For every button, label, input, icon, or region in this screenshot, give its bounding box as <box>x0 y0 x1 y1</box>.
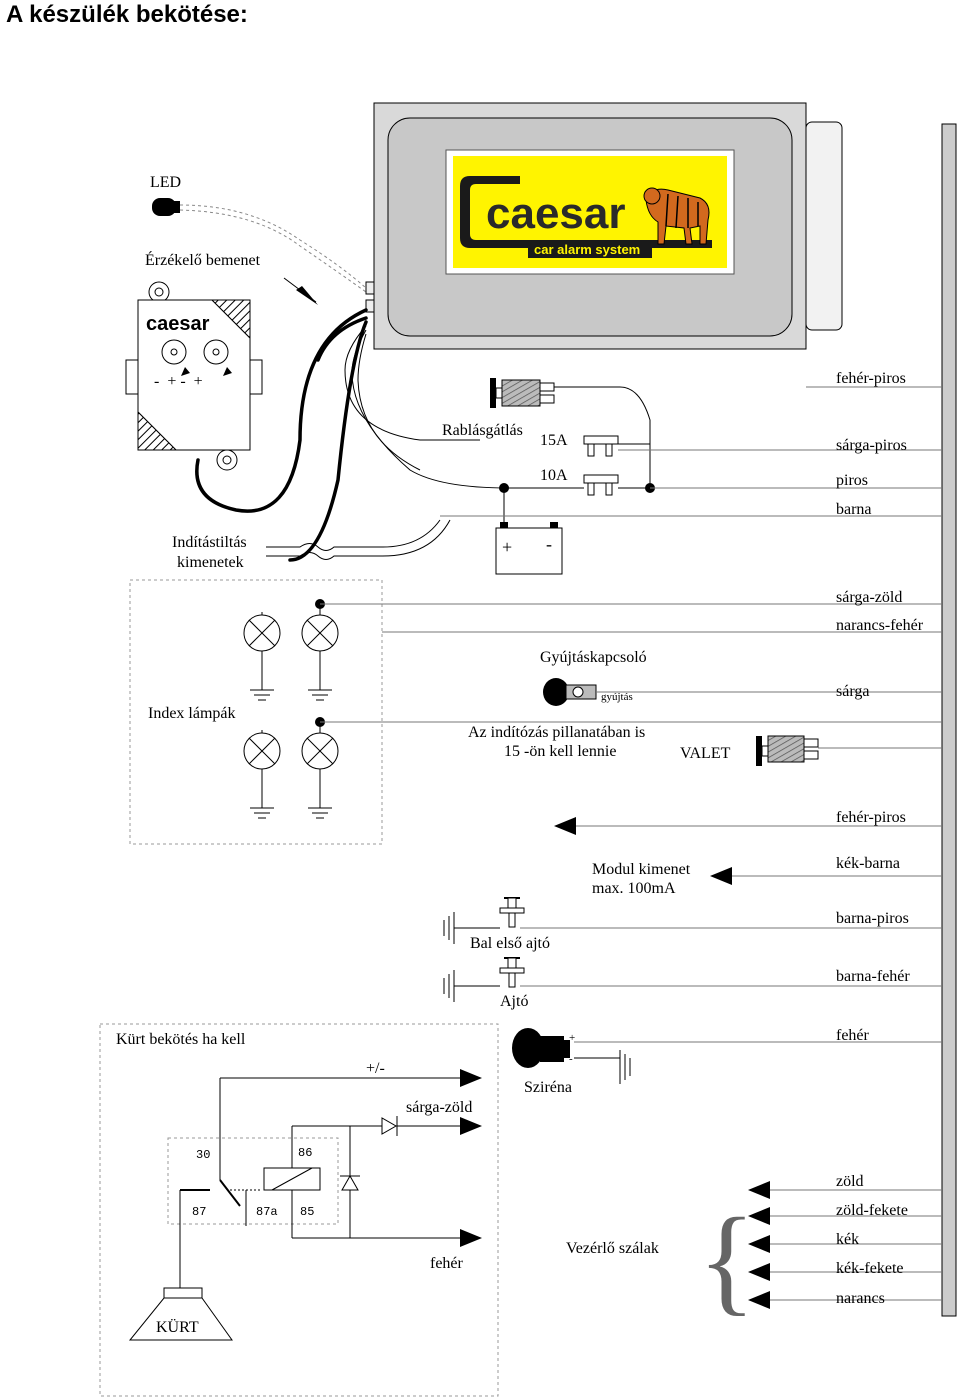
index-lamps <box>243 614 339 770</box>
relay-pin-85: 85 <box>300 1205 314 1219</box>
ignition-note-1: Az indítózás pillanatában is <box>468 724 645 741</box>
control-wires-label: Vezérlő szálak <box>566 1240 659 1257</box>
horn-title: Kürt bekötés ha kell <box>116 1031 246 1048</box>
arrow-horn-yellow-green <box>460 1117 482 1135</box>
wire-label-6: narancs-fehér <box>836 617 924 634</box>
logo-brand-text: caesar <box>486 189 625 238</box>
horn-box <box>99 1023 499 1397</box>
relay-box <box>167 1137 339 1225</box>
fuse-15a-label: 15A <box>540 432 568 449</box>
battery: + - <box>495 522 563 575</box>
wire-label-5: sárga-zöld <box>836 589 902 606</box>
horn-speaker-icon <box>128 1287 233 1341</box>
wire-label-4: barna <box>836 501 872 518</box>
fuse-15a <box>583 435 619 457</box>
ignition-note-2: 15 -ön kell lennie <box>504 743 616 760</box>
diode-icon <box>381 1116 398 1136</box>
relay-pin-30: 30 <box>196 1148 210 1162</box>
relay-pin-86: 86 <box>298 1146 312 1160</box>
fuse-10a <box>583 474 619 496</box>
wire-label-9: kék-barna <box>836 855 900 872</box>
wire-label-10: barna-piros <box>836 910 909 927</box>
wire-label-15: kék <box>836 1231 859 1248</box>
fuse-10a-label: 10A <box>540 467 568 484</box>
horn-yellow-green: sárga-zöld <box>406 1099 472 1116</box>
relay-pin-87: 87 <box>192 1205 206 1219</box>
logo-tagline: car alarm system <box>534 242 640 257</box>
control-wires-brace: { <box>698 1193 756 1326</box>
module-output-line1: Modul kimenet <box>592 861 691 878</box>
relay-diode-icon <box>340 1174 360 1191</box>
module-output-line2: max. 100mA <box>592 880 676 897</box>
siren-plus: + <box>569 1032 575 1044</box>
antitheft-switch[interactable] <box>490 378 555 408</box>
wire-label-3: piros <box>836 472 868 489</box>
immobilizer-label-2: kimenetek <box>177 554 244 571</box>
valet-switch[interactable] <box>756 735 819 766</box>
horn-polarity: +/- <box>366 1060 385 1077</box>
ignition-key-icon <box>543 678 597 706</box>
wire-harness-bar <box>941 123 957 1317</box>
arrow-output-white-red <box>554 817 576 835</box>
wire-label-8: fehér-piros <box>836 809 906 826</box>
wire-labels: fehér-piros sárga-piros piros barna sárg… <box>836 370 924 1307</box>
siren-minus: - <box>569 1053 573 1065</box>
alarm-control-unit: caesar car alarm system <box>365 102 843 350</box>
caesar-logo: caesar car alarm system <box>453 156 727 268</box>
door-label: Ajtó <box>500 993 528 1010</box>
index-lamps-box <box>129 579 383 845</box>
horn-white: fehér <box>430 1255 464 1272</box>
ignition-key-text: gyújtás <box>601 691 633 703</box>
wire-label-17: narancs <box>836 1290 885 1307</box>
door-switch-front-left <box>443 897 525 944</box>
led-icon <box>152 198 180 216</box>
page-title: A készülék bekötése: <box>6 1 248 28</box>
wire-label-2: sárga-piros <box>836 437 907 454</box>
wire-label-14: zöld-fekete <box>836 1202 908 1219</box>
sensor-input-label: Érzékelő bemenet <box>145 250 261 269</box>
ignition-label: Gyújtáskapcsoló <box>540 649 647 666</box>
wire-label-1: fehér-piros <box>836 370 906 387</box>
led-label: LED <box>150 174 181 191</box>
wire-label-7: sárga <box>836 683 869 700</box>
main-connector <box>805 121 843 331</box>
sensor-brand-text: caesar <box>146 313 210 335</box>
shock-sensor-module: caesar - + - + <box>125 281 263 471</box>
siren-label: Sziréna <box>524 1079 572 1096</box>
wire-label-12: fehér <box>836 1027 870 1044</box>
door-front-left-label: Bal első ajtó <box>470 935 550 952</box>
relay-pin-87a: 87a <box>256 1205 278 1219</box>
wire-label-16: kék-fekete <box>836 1260 904 1277</box>
arrow-horn-white <box>460 1229 482 1247</box>
wire-label-13: zöld <box>836 1173 864 1190</box>
valet-label: VALET <box>680 745 731 762</box>
arrow-input-blue-brown <box>710 867 732 885</box>
immobilizer-label-1: Indítástiltás <box>172 534 247 551</box>
antitheft-label: Rablásgátlás <box>442 422 523 439</box>
arrow-horn-polarity <box>460 1069 482 1087</box>
sensor-polarity-marks: - + - + <box>154 373 203 390</box>
wire-label-11: barna-fehér <box>836 968 910 985</box>
siren-icon <box>512 1028 570 1068</box>
tiger-icon <box>643 187 710 245</box>
door-switch-door <box>443 957 525 1002</box>
wire-lines <box>382 386 942 1301</box>
horn-label: KÜRT <box>156 1318 199 1336</box>
index-lamps-label: Index lámpák <box>148 705 236 722</box>
battery-plus: + <box>502 537 512 557</box>
relay-coil <box>263 1167 321 1191</box>
battery-minus: - <box>546 534 552 554</box>
